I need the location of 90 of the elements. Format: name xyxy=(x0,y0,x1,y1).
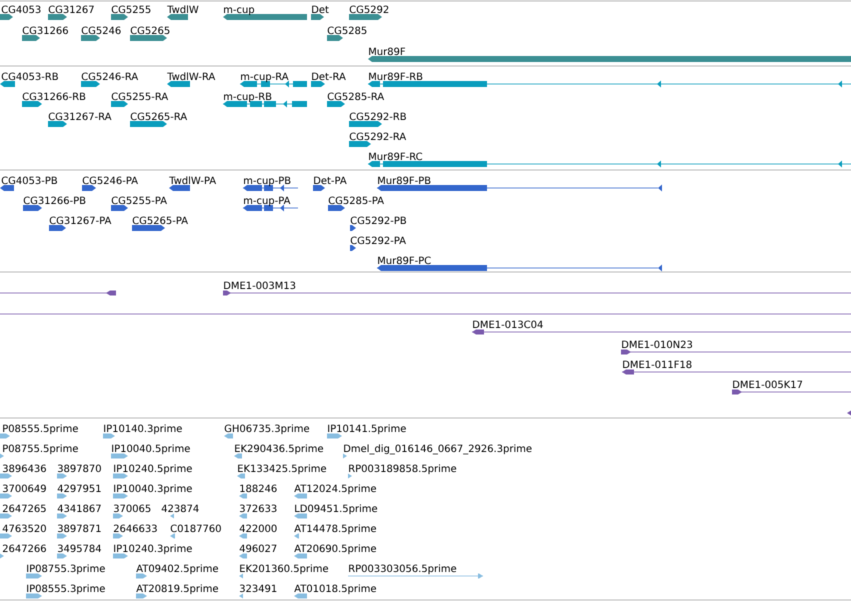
feature-label: CG31267-PA xyxy=(50,216,112,224)
feature-label: CG5292 xyxy=(350,6,388,14)
feature-label: C0187760 xyxy=(170,524,221,532)
feature-label: CG5285-PA xyxy=(328,196,384,204)
feature-label: IP08555.3prime xyxy=(27,584,105,594)
feature-label: CG5255 xyxy=(112,6,150,14)
feature-label: CG5255-RA xyxy=(112,92,168,100)
feature-label: AT09402.5prime xyxy=(136,564,218,574)
feature-label: CG4053-PB xyxy=(2,176,57,184)
feature-label: CG5246 xyxy=(82,26,121,34)
feature-label: CG5292-RA xyxy=(350,132,406,140)
feature-label: CG5265-PA xyxy=(132,216,188,224)
feature-label: DME1-010N23 xyxy=(622,340,692,348)
feature-label: AT12024.5prime xyxy=(294,484,376,494)
feature-label: Dmel_dig_016146_0667_2926.3prime xyxy=(344,444,532,454)
feature-label: IP08755.3prime xyxy=(27,564,105,574)
feature-label: EK290436.5prime xyxy=(235,444,324,454)
feature-label: EK201360.5prime xyxy=(240,564,328,574)
feature-label: CG5265-RA xyxy=(130,112,188,120)
feature-label: LD09451.5prime xyxy=(295,504,378,514)
feature-label: IP10040.3prime xyxy=(114,484,192,494)
feature-label: 3896436 xyxy=(2,464,46,472)
feature-label: TwdlW-RA xyxy=(167,72,216,80)
feature-label: Mur89F-RC xyxy=(369,152,422,160)
feature-label: 2647266 xyxy=(2,544,46,552)
feature-label: 2647265 xyxy=(2,504,46,512)
feature-label: 422000 xyxy=(240,524,277,532)
feature-label: 4341867 xyxy=(58,504,101,512)
feature-label: AT20690.5prime xyxy=(294,544,376,554)
feature-label: CG5246-RA xyxy=(82,72,138,80)
feature-label: m-cup-PB xyxy=(244,176,290,186)
feature-label: GH06735.3prime xyxy=(224,424,310,434)
feature-label: 3700649 xyxy=(2,484,46,492)
feature-label: m-cup-RA xyxy=(241,72,288,82)
feature-label: Mur89F-RB xyxy=(369,72,422,80)
feature-label: CG31267-RA xyxy=(48,112,112,120)
feature-label: AT01018.5prime xyxy=(294,584,376,594)
feature-label: DME1-013C04 xyxy=(473,320,543,328)
feature-label: AT20819.5prime xyxy=(136,584,218,594)
feature-label: DME1-003M13 xyxy=(224,282,296,290)
feature-label: 423874 xyxy=(162,504,199,512)
feature-label: TwdlW xyxy=(167,5,198,14)
feature-label: IP10040.5prime xyxy=(112,444,190,454)
feature-label: CG5246-PA xyxy=(82,176,138,184)
feature-label: CG5292-PA xyxy=(350,236,406,244)
feature-label: 4763520 xyxy=(2,524,46,532)
feature-label: CG5292-RB xyxy=(350,112,406,120)
feature-label: Det xyxy=(312,6,329,14)
feature-label: RP003189858.5prime xyxy=(349,464,456,474)
feature-label: 372633 xyxy=(240,504,276,512)
feature-label: Mur89F xyxy=(369,48,406,56)
feature-label: 2646633 xyxy=(114,524,157,532)
feature-label: P08755.5prime xyxy=(3,444,78,454)
feature-label: CG5285 xyxy=(328,26,366,34)
feature-label: RP003303056.5prime xyxy=(349,564,456,574)
feature-label: m-cup xyxy=(224,7,254,16)
feature-label: 496027 xyxy=(240,544,276,552)
feature-label: IP10240.5prime xyxy=(114,464,192,474)
feature-label: 323491 xyxy=(240,584,276,592)
feature-label: CG31267 xyxy=(48,6,94,14)
feature-label: DME1-011F18 xyxy=(623,360,692,368)
feature-label: DME1-005K17 xyxy=(733,380,802,388)
feature-label: CG4053-RB xyxy=(2,72,58,80)
feature-label: 370065 xyxy=(114,504,150,512)
feature-label: CG31266-PB xyxy=(24,196,86,204)
feature-label: EK133425.5prime xyxy=(238,464,326,474)
feature-label: CG4053 xyxy=(2,6,40,14)
feature-label: TwdlW-PA xyxy=(169,176,216,184)
feature-label: CG5255-PA xyxy=(112,196,167,204)
feature-label: CG31266-RB xyxy=(22,92,86,100)
feature-label: 4297951 xyxy=(58,484,101,492)
feature-label: Mur89F-PB xyxy=(378,176,430,184)
feature-label: m-cup-PA xyxy=(244,196,290,206)
feature-label: IP10140.3prime xyxy=(104,424,182,434)
feature-label: 188246 xyxy=(240,484,277,492)
feature-label: Det-PA xyxy=(314,176,347,184)
feature-label: m-cup-RB xyxy=(224,92,272,102)
feature-label: Mur89F-PC xyxy=(378,256,431,264)
feature-label: 3897870 xyxy=(58,464,101,472)
feature-label: P08555.5prime xyxy=(3,424,78,434)
feature-label: IP10240.3prime xyxy=(114,544,192,554)
feature-label: CG31266 xyxy=(22,26,68,34)
feature-label: CG5285-RA xyxy=(328,92,384,100)
feature-label: IP10141.5prime xyxy=(328,424,406,434)
feature-label: AT14478.5prime xyxy=(294,524,376,534)
feature-label: 3495784 xyxy=(58,544,101,552)
feature-label: CG5292-PB xyxy=(350,216,406,224)
feature-label: CG5265 xyxy=(130,26,170,34)
feature-label: Det-RA xyxy=(312,72,346,80)
feature-label: 3897871 xyxy=(58,524,101,532)
